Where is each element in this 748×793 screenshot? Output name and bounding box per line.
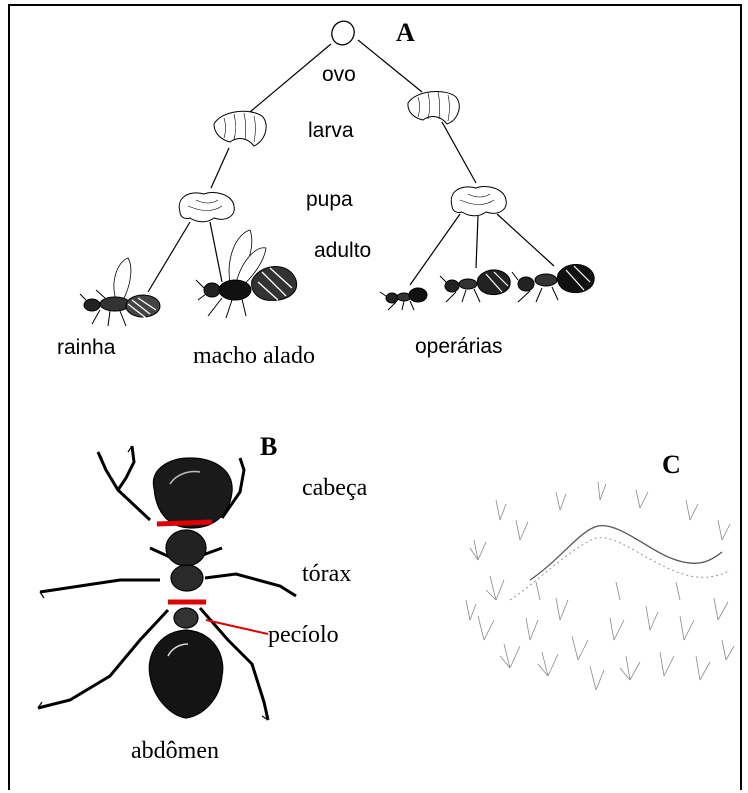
caste-label-workers: operárias [415,336,503,357]
mound-outline [530,526,722,580]
branch-pupa-worker3 [497,214,554,266]
caste-label-queen: rainha [57,337,115,358]
ant-thorax-shape [166,530,206,566]
head-thorax-marker [157,522,212,524]
male-drawing [196,230,297,318]
ant-petiole-shape [174,608,198,628]
egg-drawing [328,17,358,48]
branch-pupa-worker1 [410,214,460,285]
part-label-abdomen: abdômen [131,739,219,763]
branch-pupa-queen [148,222,190,292]
stage-label-larva: larva [308,120,354,141]
worker-medium-drawing [440,270,510,302]
branch-larva-left [211,148,229,188]
part-label-petiole: pecíolo [268,623,339,647]
pupa-right-drawing [451,187,506,216]
panel-c-letter: C [662,452,681,478]
part-label-head: cabeça [302,476,367,500]
stage-label-pupa: pupa [306,189,353,210]
worker-large-drawing [512,264,594,302]
branch-egg-right [358,40,422,92]
ant-anatomy-drawing [38,446,296,720]
worker-small-drawing [380,288,427,310]
stage-label-egg: ovo [322,64,356,85]
pupa-left-drawing [179,193,234,222]
ant-mound-drawing [466,482,734,690]
larva-left-drawing [214,111,266,146]
ant-abdomen-shape [149,630,223,718]
grass-drawing [466,482,734,690]
panel-b-letter: B [260,434,277,460]
branch-pupa-worker2 [476,216,478,268]
ant-head-shape [153,458,232,528]
caste-label-male: macho alado [193,344,315,368]
part-label-thorax: tórax [302,562,351,586]
panel-a-letter: A [396,20,415,46]
branch-pupa-male [210,222,222,282]
branch-larva-right [442,122,476,183]
larva-right-drawing [408,91,459,124]
stage-label-adult: adulto [314,240,371,261]
branch-egg-left [250,44,331,112]
